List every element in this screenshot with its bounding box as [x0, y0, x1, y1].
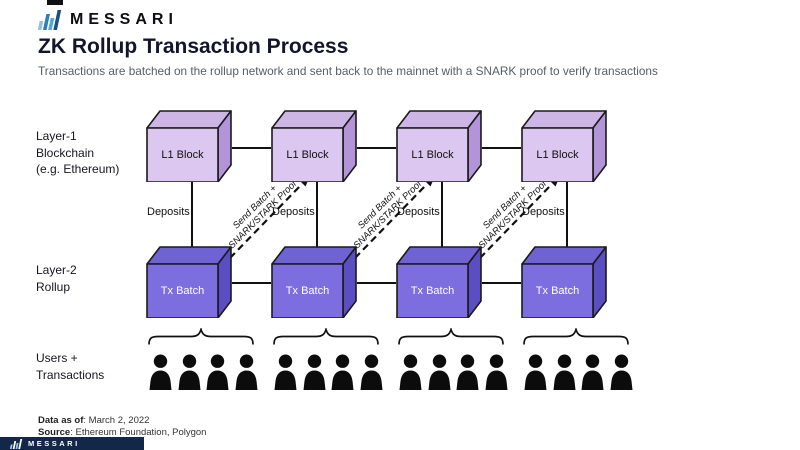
person-icon: [178, 354, 200, 390]
person-icon: [303, 354, 325, 390]
tx-top-face: [146, 246, 232, 265]
page-title: ZK Rollup Transaction Process: [38, 35, 349, 58]
users-brace: [523, 328, 629, 345]
l1-block-label: L1 Block: [536, 149, 579, 161]
tx-batch-box: [396, 246, 482, 318]
l1-block-label: L1 Block: [411, 149, 454, 161]
chart-footer: Data as of: March 2, 2022 Source: Ethere…: [38, 415, 206, 438]
users-brace: [273, 328, 379, 345]
messari-logo-icon: [38, 10, 62, 30]
person-icon: [149, 354, 172, 390]
data-as-of-value: : March 2, 2022: [83, 415, 150, 426]
layer1-line2: Blockchain: [36, 145, 95, 160]
process-column-2: L1 Block Deposits Send Batch + SNARK/STA…: [271, 100, 441, 400]
data-as-of-label: Data as of: [38, 415, 84, 426]
l1-front-face: [271, 127, 344, 182]
row-label-layer1: Layer-1 Blockchain (e.g. Ethereum): [36, 128, 119, 178]
tx-front-face: [396, 263, 469, 318]
tx-connector-line: [232, 282, 271, 285]
row-label-users: Users + Transactions: [36, 350, 104, 383]
process-column-1: L1 Block Deposits Send Batch + SNARK/STA…: [146, 100, 316, 400]
users-brace: [148, 328, 254, 345]
l1-front-face: [146, 127, 219, 182]
tx-connector-line: [357, 282, 396, 285]
users-line2: Transactions: [36, 367, 105, 382]
users-line1: Users +: [36, 351, 78, 365]
l1-block-box: [271, 110, 357, 182]
tx-batch-label: Tx Batch: [535, 285, 580, 297]
l1-top-face: [146, 110, 232, 129]
users-group: [273, 354, 384, 390]
person-icon: [581, 354, 604, 390]
layer1-line1: Layer-1: [36, 129, 77, 143]
person-icon: [360, 354, 382, 390]
person-icon: [610, 354, 632, 390]
person-icon: [206, 354, 229, 390]
person-icon: [485, 354, 507, 390]
source-value: : Ethereum Foundation, Polygon: [70, 426, 207, 438]
tx-top-face: [271, 246, 357, 265]
tx-batch-box: [146, 246, 232, 318]
person-icon: [428, 354, 450, 390]
users-group: [148, 354, 259, 390]
l1-connector-line: [482, 147, 521, 150]
messari-logo: MESSARI: [38, 10, 178, 30]
tx-front-face: [146, 263, 219, 318]
l1-front-face: [396, 127, 469, 182]
messari-footer-wordmark: MESSARI: [28, 439, 80, 448]
row-label-layer2: Layer-2 Rollup: [36, 262, 77, 295]
l1-block-label: L1 Block: [286, 149, 329, 161]
deposits-label: Deposits: [522, 206, 565, 218]
messari-footer-icon: [10, 438, 23, 449]
process-diagram: L1 Block Deposits Send Batch + SNARK/STA…: [0, 100, 800, 400]
tx-batch-label: Tx Batch: [160, 285, 205, 297]
tx-batch-box: [271, 246, 357, 318]
deposits-label: Deposits: [147, 206, 190, 218]
person-icon: [553, 354, 575, 390]
tx-front-face: [271, 263, 344, 318]
l1-top-face: [396, 110, 482, 129]
layer2-line2: Rollup: [36, 279, 71, 294]
messari-footer-bar: MESSARI: [0, 437, 144, 450]
users-brace: [398, 328, 504, 345]
person-icon: [331, 354, 354, 390]
tx-batch-label: Tx Batch: [285, 285, 330, 297]
process-column-3: L1 Block Deposits Send Batch + SNARK/STA…: [396, 100, 566, 400]
l1-top-face: [271, 110, 357, 129]
l1-block-box: [521, 110, 607, 182]
deposits-label: Deposits: [272, 206, 315, 218]
tx-batch-box: [521, 246, 607, 318]
person-icon: [456, 354, 479, 390]
l1-block-label: L1 Block: [161, 149, 204, 161]
tx-top-face: [521, 246, 607, 265]
tx-batch-label: Tx Batch: [410, 285, 455, 297]
l1-front-face: [521, 127, 594, 182]
users-group: [398, 354, 509, 390]
l1-block-box: [396, 110, 482, 182]
person-icon: [235, 354, 257, 390]
l1-block-box: [146, 110, 232, 182]
person-icon: [524, 354, 547, 390]
tx-top-face: [396, 246, 482, 265]
source-line: Source: Ethereum Foundation, Polygon: [38, 427, 206, 439]
data-as-of-line: Data as of: March 2, 2022: [38, 415, 206, 427]
tx-front-face: [521, 263, 594, 318]
l1-connector-line: [357, 147, 396, 150]
top-crop-mark: [47, 0, 63, 5]
page-subtitle: Transactions are batched on the rollup n…: [38, 64, 658, 78]
process-column-4: L1 Block Deposits Send Batch + SNARK/STA…: [521, 100, 691, 400]
l1-connector-line: [232, 147, 271, 150]
source-label: Source: [38, 426, 71, 438]
tx-connector-line: [482, 282, 521, 285]
layer2-line1: Layer-2: [36, 263, 77, 277]
users-group: [523, 354, 634, 390]
l1-top-face: [521, 110, 607, 129]
deposits-label: Deposits: [397, 206, 440, 218]
messari-wordmark: MESSARI: [70, 11, 178, 28]
person-icon: [274, 354, 297, 390]
layer1-line3: (e.g. Ethereum): [36, 162, 120, 176]
person-icon: [399, 354, 422, 390]
